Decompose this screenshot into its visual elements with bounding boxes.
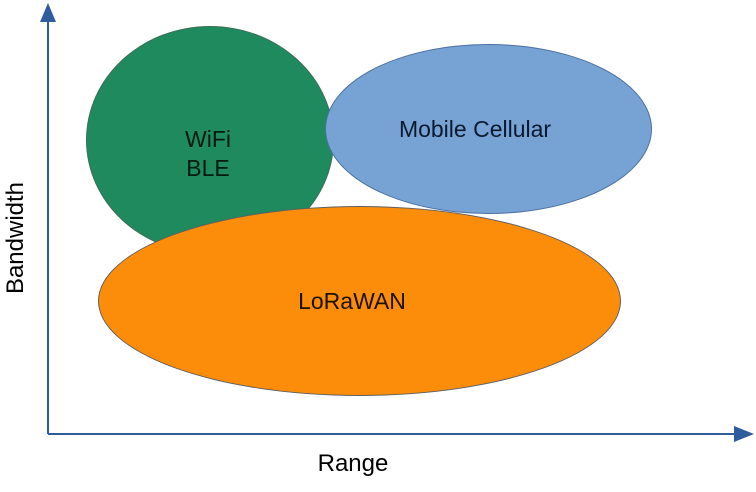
wifi-ble-label-line-1: WiFi	[185, 126, 231, 152]
shape-lorawan-ellipse	[98, 206, 621, 396]
y-axis-arrow-icon	[40, 3, 56, 22]
y-axis-label: Bandwidth	[2, 181, 29, 295]
y-axis-line	[47, 17, 49, 434]
shape-wifi-ble-label: WiFi BLE	[138, 125, 278, 183]
wifi-ble-label-line-2: BLE	[186, 155, 230, 181]
shape-mobile-cellular-ellipse	[325, 44, 652, 214]
x-axis-label: Range	[317, 450, 389, 477]
shape-lorawan-label: LoRaWAN	[298, 288, 406, 314]
x-axis-arrow-icon	[734, 426, 754, 442]
x-axis-line	[48, 433, 737, 435]
shape-mobile-cellular-label: Mobile Cellular	[398, 116, 552, 142]
